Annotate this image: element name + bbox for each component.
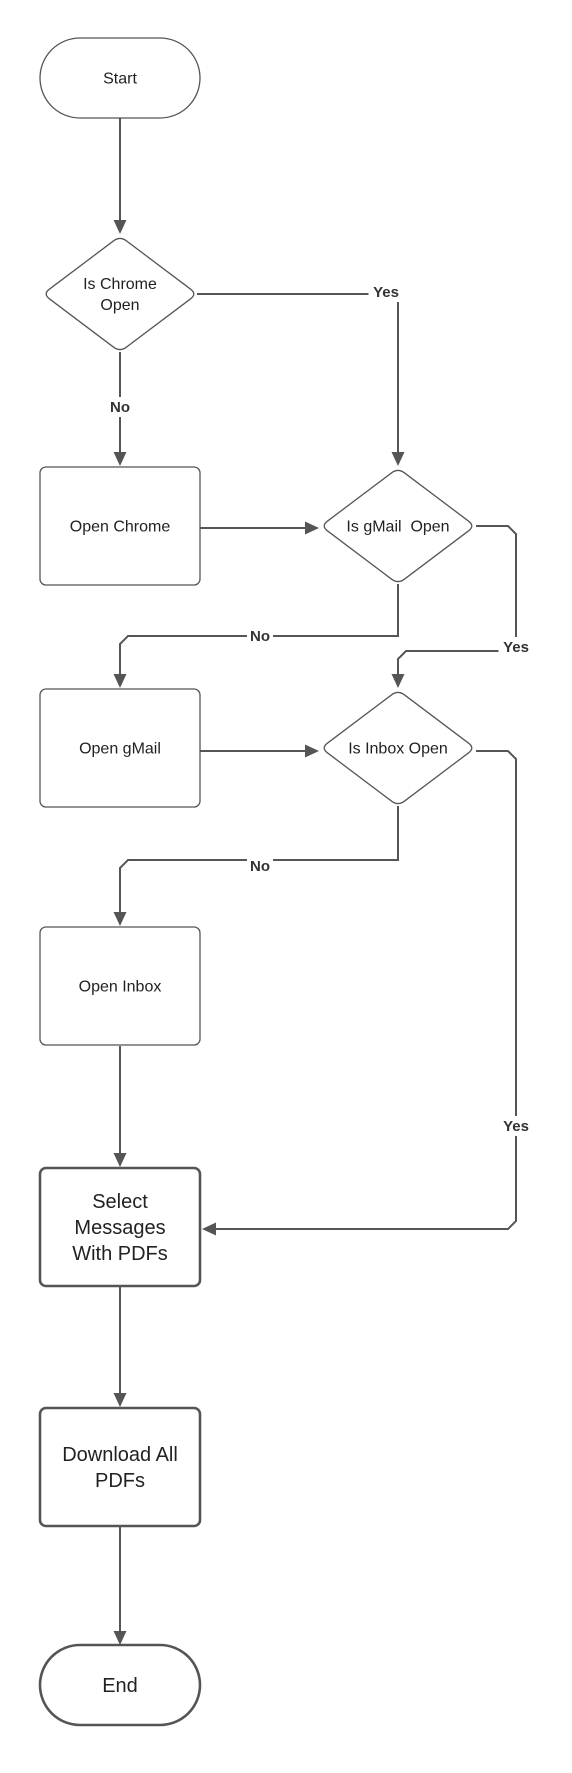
edge-label-yes: Yes [373,284,399,301]
node-open-inbox-process: Open Inbox [39,926,201,1046]
edge-label-yes: Yes [503,1118,529,1135]
arrowhead-open-gmail [113,674,127,688]
node-end-terminator: End [38,1643,202,1727]
edge-label-no: No [250,628,270,645]
edge-label-no: No [250,858,270,875]
edge-label-background [498,637,534,657]
open-inbox-label-line-1: Open Inbox [79,979,162,996]
is-gmail-open-label-line-1: Is gMail Open [346,519,449,536]
is-inbox-open-label-line-1: Is Inbox Open [348,741,448,758]
edge-label-background [247,856,273,876]
start-terminator-shape [39,37,201,119]
open-gmail-process-shape [39,688,201,808]
edge-label-no: No [110,399,130,416]
arrowhead-select-messages [202,1222,216,1236]
node-open-gmail-process: Open gMail [39,688,201,808]
edge-label-background [368,282,404,302]
arrowhead-is-inbox-open [391,674,405,688]
select-messages-label-line-1: Select [92,1191,148,1213]
edge-is-inbox-open-to-open-inbox [119,806,399,914]
arrowhead-open-chrome [113,452,127,466]
is-chrome-open-label-line-2: Open [100,297,139,314]
edge-label-yes: Yes [503,639,529,656]
select-messages-label-line-2: Messages [74,1217,165,1239]
arrowhead-is-gmail-open [305,521,319,535]
arrowhead-is-inbox-open [305,744,319,758]
end-terminator-shape [38,1643,202,1727]
start-label-line-1: Start [103,71,137,88]
node-open-chrome-process: Open Chrome [39,466,201,586]
open-chrome-label-line-1: Open Chrome [70,519,171,536]
arrowhead-download-pdfs [113,1393,127,1407]
edge-is-inbox-open-to-select-messages [214,750,517,1230]
node-is-gmail-open-decision: Is gMail Open [323,469,473,583]
end-label-line-1: End [102,1675,138,1697]
edge-is-chrome-open-to-is-gmail-open [197,293,399,454]
edge-label-background [498,1116,534,1136]
download-pdfs-process-shape [38,1406,202,1528]
arrowhead-open-inbox [113,912,127,926]
node-is-inbox-open-decision: Is Inbox Open [323,691,473,805]
download-pdfs-label-line-2: PDFs [95,1470,145,1492]
edge-label-background [247,626,273,646]
is-gmail-open-decision-shape [323,469,473,583]
is-inbox-open-decision-shape [323,691,473,805]
edge-label-background [107,397,133,417]
arrowhead-select-messages [113,1153,127,1167]
open-gmail-label-line-1: Open gMail [79,741,161,758]
select-messages-label-line-3: With PDFs [72,1243,168,1265]
node-start-terminator: Start [39,37,201,119]
arrowhead-is-chrome-open [113,220,127,234]
edge-is-gmail-open-to-open-gmail [119,584,399,676]
download-pdfs-label-line-1: Download All [62,1444,178,1466]
select-messages-process-shape [38,1166,202,1288]
open-inbox-process-shape [39,926,201,1046]
arrowhead-end [113,1631,127,1645]
is-chrome-open-decision-shape [45,237,195,351]
arrowhead-is-gmail-open [391,452,405,466]
is-chrome-open-label-line-1: Is Chrome [83,276,157,293]
open-chrome-process-shape [39,466,201,586]
